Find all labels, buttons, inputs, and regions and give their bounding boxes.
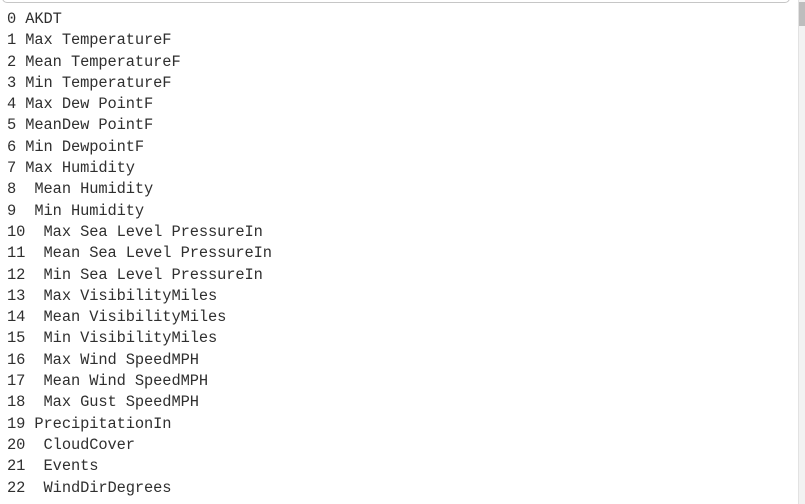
output-line: 11 Mean Sea Level PressureIn [7, 244, 272, 263]
output-line: 21 Events [7, 457, 99, 476]
output-line: 1 Max TemperatureF [7, 31, 172, 50]
output-line: 0 AKDT [7, 10, 62, 28]
output-line: 7 Max Humidity [7, 159, 135, 178]
console-output: 0 AKDT 1 Max TemperatureF 2 Mean Tempera… [0, 9, 272, 499]
output-line: 16 Max Wind SpeedMPH [7, 350, 199, 369]
output-line: 8 Mean Humidity [7, 180, 154, 199]
output-line: 20 CloudCover [7, 435, 135, 454]
output-line: 2 Mean TemperatureF [7, 52, 181, 71]
output-line: 10 Max Sea Level PressureIn [7, 222, 263, 241]
output-line: 9 Min Humidity [7, 201, 145, 220]
output-line: 18 Max Gust SpeedMPH [7, 393, 199, 412]
output-line: 5 MeanDew PointF [7, 116, 154, 135]
scrollbar-track[interactable] [798, 0, 805, 504]
output-line: 14 Mean VisibilityMiles [7, 308, 227, 327]
output-line: 3 Min TemperatureF [7, 73, 172, 92]
output-line: 13 Max VisibilityMiles [7, 286, 218, 305]
input-cell-bottom-border [2, 0, 790, 3]
output-line: 4 Max Dew PointF [7, 95, 154, 114]
output-line: 12 Min Sea Level PressureIn [7, 265, 263, 284]
output-line: 17 Mean Wind SpeedMPH [7, 372, 208, 391]
output-line: 22 WindDirDegrees [7, 478, 172, 497]
output-line: 19 PrecipitationIn [7, 414, 172, 433]
output-line: 6 Min DewpointF [7, 137, 145, 156]
scrollbar-thumb[interactable] [799, 2, 805, 26]
output-line: 15 Min VisibilityMiles [7, 329, 218, 348]
